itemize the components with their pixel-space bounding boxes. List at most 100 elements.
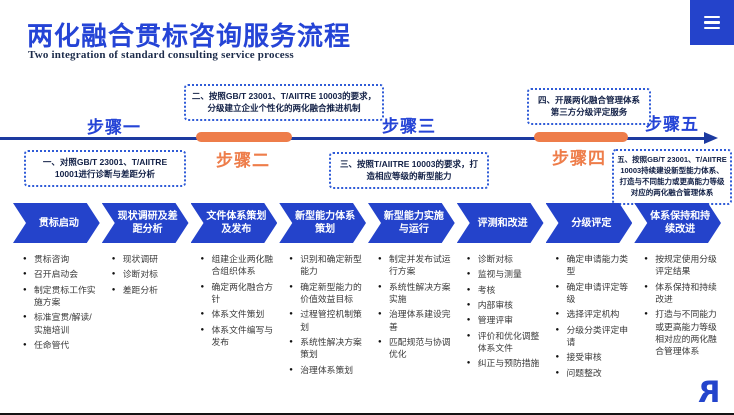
detail-item: ●内部审核 xyxy=(467,299,542,311)
detail-item: ●匹配规范与协调优化 xyxy=(378,336,453,361)
detail-item: ●问题整改 xyxy=(556,367,631,379)
detail-item-text: 确定申请评定等级 xyxy=(566,281,629,304)
phase-label-2: 现状调研及差距分析 xyxy=(117,211,178,235)
detail-item-text: 体系文件编写与发布 xyxy=(211,324,274,347)
detail-item: ●确定两化融合方针 xyxy=(201,281,276,306)
bullet-icon: ● xyxy=(289,338,293,345)
detail-item-text: 标准宣贯/解读/实施培训 xyxy=(34,312,92,335)
detail-item: ● 系统性解决方案实施 xyxy=(378,281,453,306)
detail-item: ● 选择评定机构 xyxy=(556,308,631,320)
step-label-3: 步骤三 xyxy=(382,117,436,136)
timeline-note-3: 三、按照T/AIITRE 10003的要求，打造相应等级的新型能力 xyxy=(329,152,489,189)
detail-item-text: 诊断对标 xyxy=(122,269,158,280)
bullet-icon: ● xyxy=(466,360,471,367)
detail-item: ● 体系文件策划 xyxy=(201,308,276,320)
bullet-icon: ● xyxy=(466,271,471,278)
bullet-icon: ● xyxy=(23,341,27,348)
phase-label-4: 新型能力体系策划 xyxy=(295,211,356,235)
bullet-icon: ● xyxy=(378,256,382,262)
bullet-icon: ● xyxy=(111,256,116,262)
timeline-line xyxy=(0,137,706,140)
bullet-icon: ● xyxy=(23,286,27,293)
bullet-icon: ● xyxy=(23,314,27,321)
bullet-icon: ● xyxy=(466,317,471,324)
phase-chevron-7: 分级评定 xyxy=(546,203,633,243)
detail-item-text: 选择评定机构 xyxy=(566,309,620,320)
process-chevron-row: 贯标启动现状调研及差距分析文件体系策划及发布新型能力体系策划新型能力实施与运行评… xyxy=(13,203,721,243)
bullet-icon: ● xyxy=(200,311,205,318)
detail-item-text: 接受审核 xyxy=(566,352,602,363)
detail-item: ● 体系文件编写与发布 xyxy=(201,324,276,349)
detail-item-text: 任命管代 xyxy=(34,339,70,350)
phase-chevron-2: 现状调研及差距分析 xyxy=(102,203,189,243)
phase-chevron-6: 评测和改进 xyxy=(457,203,544,243)
detail-item-text: 制定并发布试运行方案 xyxy=(389,254,451,277)
detail-item-text: 治理体系策划 xyxy=(300,364,354,375)
detail-item-text: 打造与不同能力或更高能力等级相对应的两化融合管理体系 xyxy=(655,309,717,357)
detail-item: ● 任命管代 xyxy=(23,339,98,351)
detail-item-text: 体系文件策划 xyxy=(211,309,265,320)
process-detail-row: ●贯标咨询●召开启动会●制定贯标工作实施方案●标准宣贯/解读/实施培训●任命管代… xyxy=(13,253,721,382)
bullet-icon: ● xyxy=(289,311,293,318)
bullet-icon: ● xyxy=(378,283,382,290)
detail-item-text: 考核 xyxy=(477,284,496,295)
detail-item-text: 匹配规范与协调优化 xyxy=(389,336,451,360)
bullet-icon: ● xyxy=(644,256,648,262)
phase-chevron-8: 体系保持和持续改进 xyxy=(634,203,721,243)
detail-item: ●治理体系策划 xyxy=(289,364,364,376)
timeline-note-2: 二、按照GB/T 23001、T/AIITRE 10003的要求，分级建立企业个… xyxy=(184,84,384,121)
detail-item: ●考核 xyxy=(467,284,542,296)
phase-label-5: 新型能力实施与运行 xyxy=(383,211,444,235)
detail-item: ●诊断对标 xyxy=(467,253,542,265)
timeline-orange-segment-2 xyxy=(534,131,628,142)
bullet-icon: ● xyxy=(200,256,205,262)
phase-details-1: ●贯标咨询●召开启动会●制定贯标工作实施方案●标准宣贯/解读/实施培训●任命管代 xyxy=(13,253,100,382)
detail-item-text: 监视与测量 xyxy=(477,269,522,280)
phase-label-3: 文件体系策划及发布 xyxy=(206,211,267,235)
phase-details-3: ●组建企业两化融合组织体系●确定两化融合方针●体系文件策划●体系文件编写与发布 xyxy=(191,253,278,382)
bullet-icon: ● xyxy=(555,256,560,262)
detail-item: ●贯标咨询 xyxy=(23,253,98,265)
bullet-icon: ● xyxy=(466,332,471,339)
phase-label-6: 评测和改进 xyxy=(477,217,528,229)
detail-item: ● 制定并发布试运行方案 xyxy=(378,253,453,278)
bullet-icon: ● xyxy=(555,311,560,318)
detail-item: ●组建企业两化融合组织体系 xyxy=(201,253,276,278)
detail-item-text: 纠正与预防措施 xyxy=(477,358,540,369)
company-logo: R xyxy=(697,375,720,409)
phase-details-5: ●制定并发布试运行方案●系统性解决方案实施●治理体系建设完善●匹配规范与协调优化 xyxy=(368,253,455,382)
bullet-icon: ● xyxy=(200,326,205,333)
detail-item: ● 标准宣贯/解读/实施培训 xyxy=(23,311,98,336)
detail-item-text: 系统性解决方案实施 xyxy=(389,281,451,304)
detail-item-text: 按规定使用分级评定结果 xyxy=(655,254,717,277)
step-label-1: 步骤一 xyxy=(87,118,141,137)
detail-item: ●接受审核 xyxy=(556,351,631,363)
detail-item: ● 确定申请评定等级 xyxy=(556,281,631,306)
bullet-icon: ● xyxy=(23,256,27,262)
bullet-icon: ● xyxy=(466,301,471,308)
phase-label-8: 体系保持和持续改进 xyxy=(650,211,711,235)
timeline-note-4: 四、开展两化融合管理体系第三方分级评定服务 xyxy=(527,88,651,125)
phase-label-7: 分级评定 xyxy=(571,217,612,229)
detail-item: ● 诊断对标 xyxy=(112,268,187,280)
page-title: 两化融合贯标咨询服务流程 xyxy=(27,21,352,51)
timeline-arrowhead-icon xyxy=(704,132,718,144)
detail-item: ●召开启动会 xyxy=(23,268,98,280)
detail-item-text: 确定申请能力类型 xyxy=(566,254,629,277)
detail-item-text: 管理评审 xyxy=(477,315,513,326)
step-label-5: 步骤五 xyxy=(645,115,699,134)
timeline-note-5: 五、按照GB/T 23001、T/AIITRE 10003持续建设新型能力体系、… xyxy=(612,149,732,205)
bullet-icon: ● xyxy=(555,283,560,290)
bullet-icon: ● xyxy=(200,283,205,290)
phase-details-7: ● 确定申请能力类型 ● 确定申请评定等级 ● 选择评定机构 ● 分级分类评定申请 ●接受审核 ●… xyxy=(546,253,633,382)
detail-item: ● 按规定使用分级评定结果 xyxy=(644,253,719,278)
detail-item: ● 监视与测量 xyxy=(467,268,542,280)
bullet-icon: ● xyxy=(111,271,116,278)
detail-item-text: 分级分类评定申请 xyxy=(566,324,629,347)
phase-chevron-5: 新型能力实施与运行 xyxy=(368,203,455,243)
detail-item-text: 确定新型能力的价值效益目标 xyxy=(300,281,362,304)
bullet-icon: ● xyxy=(555,326,560,333)
detail-item: ●打造与不同能力或更高能力等级相对应的两化融合管理体系 xyxy=(644,308,719,357)
bullet-icon: ● xyxy=(289,256,293,262)
menu-button[interactable] xyxy=(690,0,734,45)
